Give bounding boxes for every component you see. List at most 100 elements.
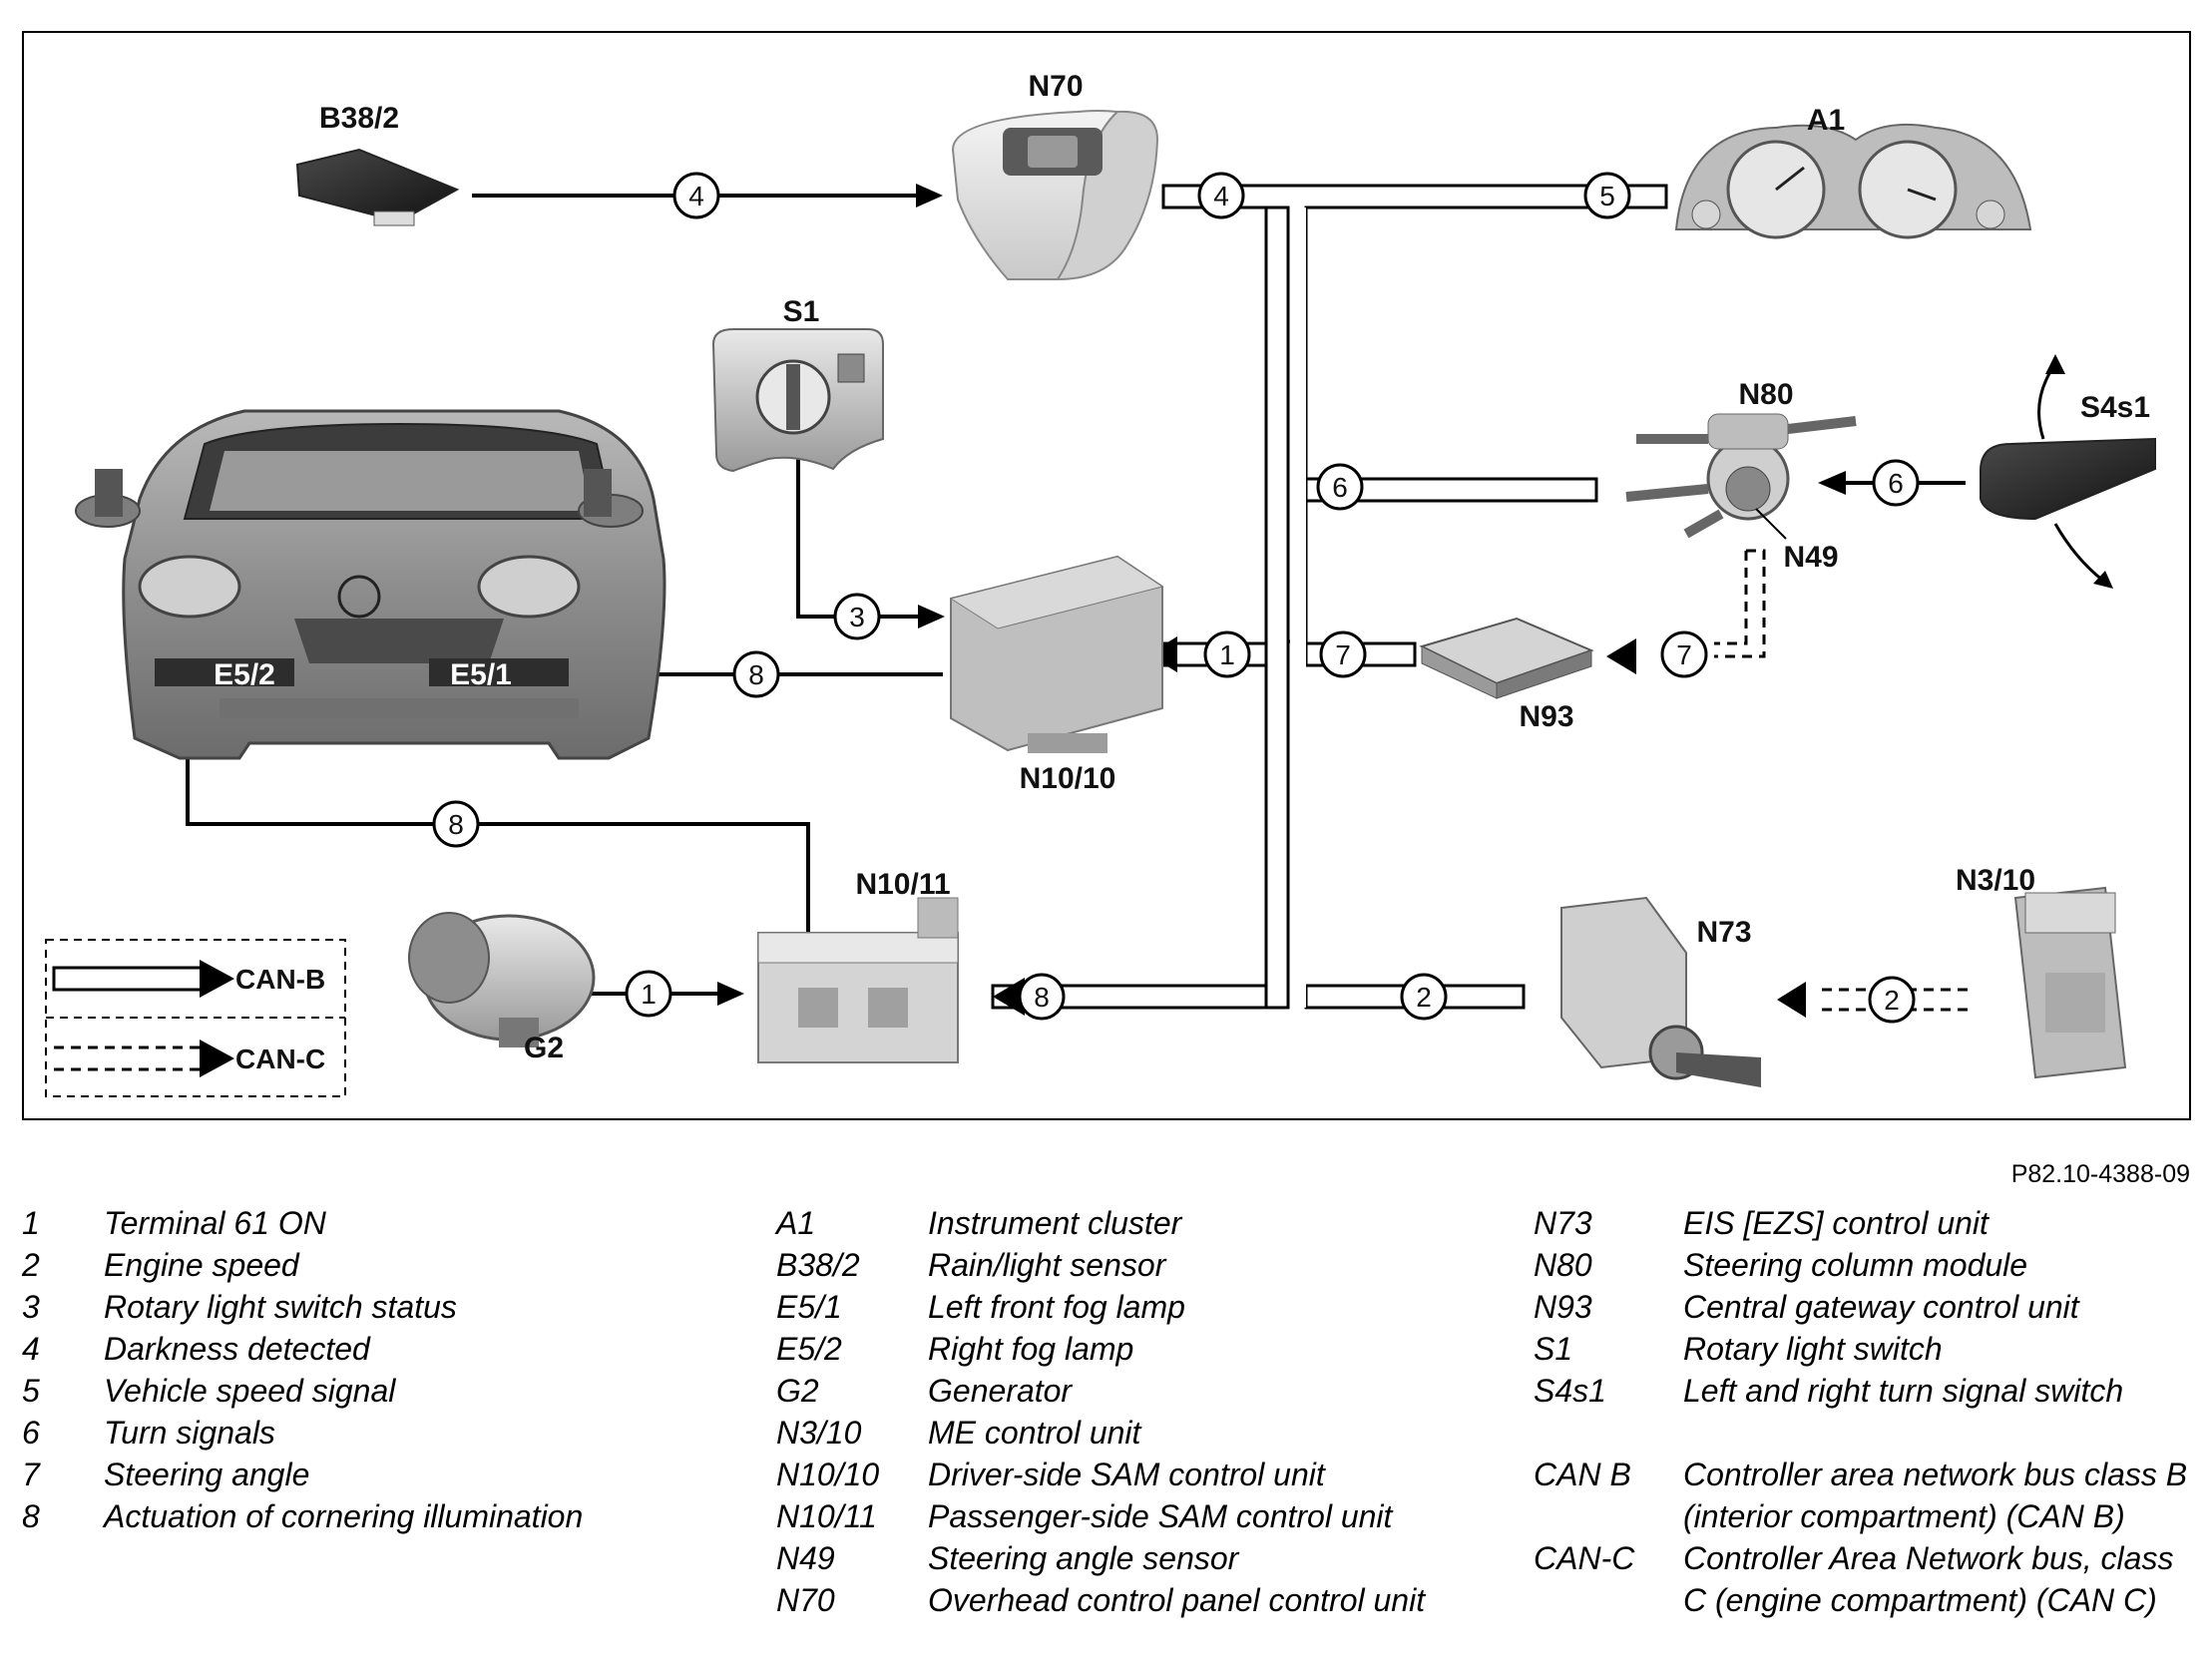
signal-8c: 8 [1018, 973, 1066, 1021]
legend-text: Steering column module [1683, 1247, 2028, 1283]
legend-key: 7 [22, 1457, 40, 1492]
legend-text: Left and right turn signal switch [1683, 1373, 2124, 1409]
me-control-unit-icon [2013, 886, 2127, 1079]
svg-text:7: 7 [1676, 639, 1692, 670]
signal-4a: 4 [672, 172, 720, 219]
legend-text: Turn signals [104, 1415, 275, 1451]
label-s1: S1 [783, 295, 820, 328]
svg-text:2: 2 [1884, 985, 1900, 1016]
label-n93: N93 [1519, 700, 1573, 733]
legend-text: Overhead control panel control unit [928, 1582, 1426, 1618]
legend-text: Driver-side SAM control unit [928, 1457, 1325, 1492]
legend-entry: N80 Steering column module [1534, 1244, 2202, 1286]
legend-key: B38/2 [776, 1247, 860, 1283]
legend-text: Controller Area Network bus, class C (en… [1683, 1540, 2174, 1618]
legend-key: N10/11 [776, 1498, 877, 1534]
legend-text: Terminal 61 ON [104, 1205, 326, 1241]
svg-text:4: 4 [1213, 181, 1229, 211]
legend-text: Passenger-side SAM control unit [928, 1498, 1393, 1534]
legend-key: A1 [776, 1205, 816, 1241]
label-n70: N70 [1028, 70, 1083, 103]
label-e5-1: E5/1 [450, 658, 512, 691]
legend-key: N3/10 [776, 1415, 862, 1451]
legend-key: E5/2 [776, 1331, 842, 1367]
legend-text: Rain/light sensor [928, 1247, 1166, 1283]
label-n10-10: N10/10 [1020, 762, 1116, 795]
legend-text: Darkness detected [104, 1331, 370, 1367]
label-a1: A1 [1807, 104, 1845, 137]
generator-icon [408, 912, 596, 1047]
can-b-legend-label: CAN-B [235, 964, 325, 995]
signal-1a: 1 [1203, 630, 1251, 678]
legend-key: E5/1 [776, 1289, 842, 1325]
label-n3-10: N3/10 [1956, 864, 2035, 897]
can-c-lines [1714, 549, 1968, 1012]
can-b-trunk [1264, 206, 1306, 1010]
label-e5-2: E5/2 [214, 658, 275, 691]
svg-text:8: 8 [748, 659, 764, 690]
legend-text: Instrument cluster [928, 1205, 1182, 1241]
can-c-legend-label: CAN-C [235, 1044, 325, 1074]
legend-entry: 5 Vehicle speed signal [22, 1370, 740, 1412]
svg-text:6: 6 [1888, 468, 1904, 499]
legend-entry: N3/10 ME control unit [776, 1412, 1435, 1454]
svg-text:5: 5 [1599, 181, 1615, 211]
label-s4s1: S4s1 [2080, 391, 2150, 424]
legend-key: 5 [22, 1373, 40, 1409]
legend-text: Controller area network bus class B (int… [1683, 1457, 2188, 1534]
signal-2b: 2 [1868, 976, 1916, 1024]
legend-key: S1 [1534, 1331, 1573, 1367]
legend-key: 2 [22, 1247, 40, 1283]
legend-text: Vehicle speed signal [104, 1373, 396, 1409]
svg-text:1: 1 [1219, 639, 1235, 670]
overhead-control-panel-icon [951, 110, 1159, 281]
svg-text:7: 7 [1335, 639, 1351, 670]
label-n10-11: N10/11 [855, 868, 950, 901]
signal-8b: 8 [432, 800, 480, 848]
legend-text: ME control unit [928, 1415, 1141, 1451]
diagram-frame [22, 31, 2191, 1120]
signal-6b: 6 [1872, 459, 1920, 507]
can-b-symbol [52, 966, 206, 992]
wiring-diagram: 4 4 5 3 6 6 1 7 7 8 8 1 8 2 2 B38/2 N70 [22, 31, 2191, 1120]
central-gateway-icon [1419, 617, 1594, 699]
legend-text: Steering angle sensor [928, 1540, 1239, 1576]
legend-key: 6 [22, 1415, 40, 1451]
legend-text: Actuation of cornering illumination [104, 1498, 584, 1534]
car-front-icon [75, 409, 666, 760]
signal-8a: 8 [732, 650, 780, 698]
legend-text: Rotary light switch status [104, 1289, 457, 1325]
driver-sam-module-icon [949, 555, 1164, 753]
label-n80: N80 [1738, 378, 1793, 411]
legend-entry: CAN B Controller area network bus class B… [1534, 1454, 2202, 1537]
legend-key: N80 [1534, 1247, 1592, 1283]
instrument-cluster-icon [1674, 123, 2032, 239]
svg-text:3: 3 [849, 602, 865, 632]
svg-text:1: 1 [641, 979, 657, 1010]
passenger-sam-module-icon [757, 897, 959, 1063]
legend-gap [1534, 1412, 2202, 1454]
legend-entry: B38/2 Rain/light sensor [776, 1244, 1435, 1286]
legend-key: N93 [1534, 1289, 1592, 1325]
rain-light-sensor-icon [295, 148, 460, 226]
legend-text: Right fog lamp [928, 1331, 1134, 1367]
legend-key: CAN B [1534, 1457, 1631, 1492]
eis-control-unit-icon [1560, 896, 1761, 1087]
legend-text: Generator [928, 1373, 1073, 1409]
signal-1b: 1 [625, 970, 672, 1018]
signal-4b: 4 [1197, 172, 1245, 219]
